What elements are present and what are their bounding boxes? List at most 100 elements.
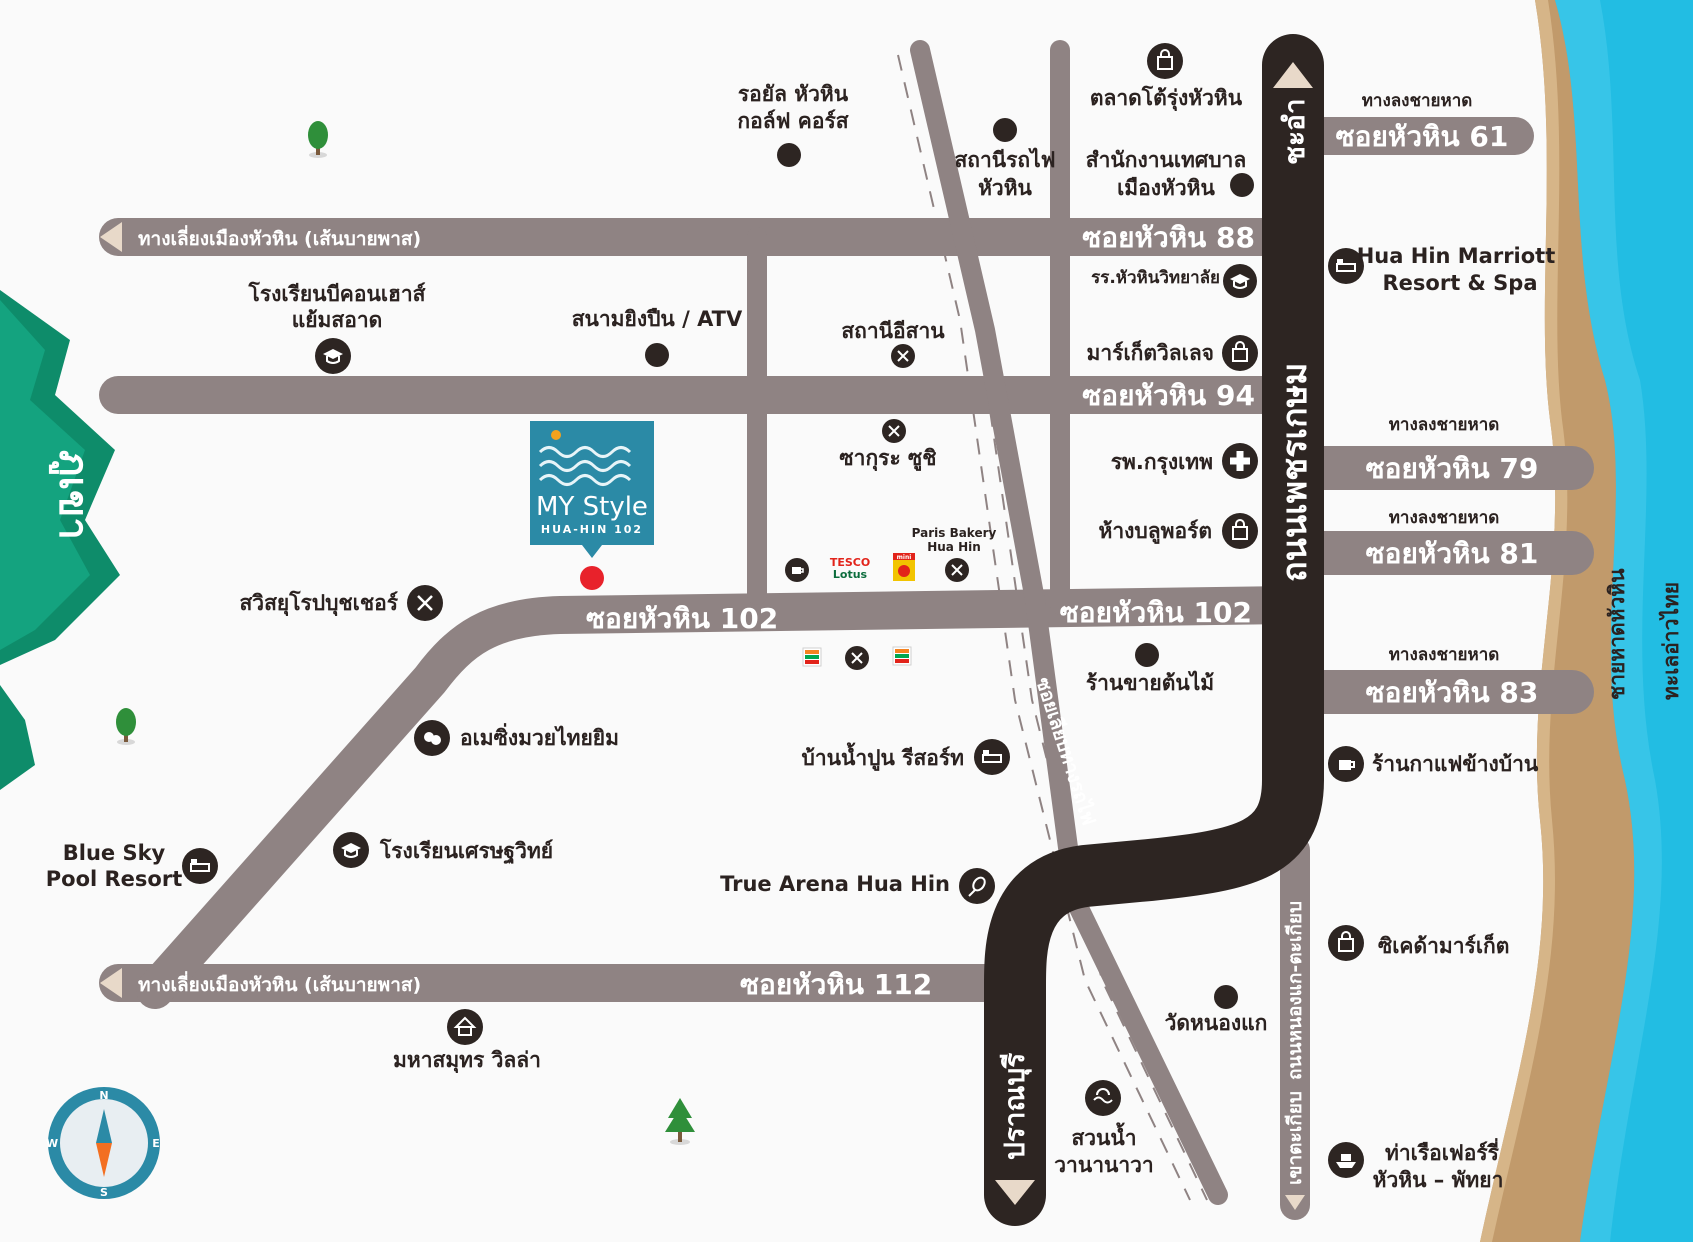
arrow-south-icon xyxy=(995,1180,1035,1205)
secondary-roads xyxy=(99,40,1594,1220)
tesco-logo-text: TESCO xyxy=(830,556,870,569)
coffee-cup-icon xyxy=(785,558,809,582)
hotel-bed-icon xyxy=(182,848,218,884)
place-label-marriott: Resort & Spa xyxy=(1383,271,1538,295)
mountain-shape-3 xyxy=(0,685,35,790)
place-label-marriott: Hua Hin Marriott xyxy=(1357,244,1556,268)
road-rail-side xyxy=(910,40,1228,1205)
place-label-true-arena: True Arena Hua Hin xyxy=(720,872,950,896)
mountain xyxy=(0,290,120,790)
main-road-phetkasem xyxy=(984,34,1324,1226)
place-label-municipal-office: เมืองหัวหิน xyxy=(1117,176,1215,200)
beach-access-heading: ทางลงชายหาด xyxy=(1389,415,1500,435)
main-road-label: ถนนเพชรเกษม xyxy=(1275,363,1315,582)
dot-royal-golf xyxy=(777,143,801,167)
arrow-west-icon xyxy=(100,222,122,252)
hotel-bed-icon xyxy=(1328,248,1364,284)
road-label-soi-88: ซอยหัวหิน 88 xyxy=(1082,221,1255,254)
restaurant-icon xyxy=(407,585,443,621)
arrow-west-icon xyxy=(100,968,122,998)
compass-west: W xyxy=(46,1137,58,1150)
tesco-lotus-logo: TESCO Lotus xyxy=(830,556,870,581)
place-label-beaconhouse: แย้มสอาด xyxy=(292,308,383,332)
main-road-south-label: ปราณบุรี xyxy=(998,1053,1032,1160)
restaurant-icon xyxy=(882,419,906,443)
dot-municipal-office xyxy=(1230,173,1254,197)
place-label-amazing-muay-thai: อเมซิ่งมวยไทยยิม xyxy=(460,722,619,750)
place-label-baan-nam-poon: บ้านน้ำปูน รีสอร์ท xyxy=(802,742,964,772)
place-label-coffee-shop: ร้านกาแฟข้างบ้าน xyxy=(1372,752,1539,776)
place-label-railway-station: หัวหิน xyxy=(978,176,1032,200)
dot-shooting-range xyxy=(645,343,669,367)
road-label-khao-takiap: เขาตะเกียบ xyxy=(1284,1091,1306,1185)
mountain-label: ภูเขา xyxy=(49,450,96,540)
beach-soi-label: ซอยหัวหิน 83 xyxy=(1366,676,1539,709)
place-label-isan-station: สถานีอีสาน xyxy=(841,319,945,343)
road-label-soi-112: ซอยหัวหิน 112 xyxy=(740,968,932,1001)
graduation-cap-icon xyxy=(315,338,351,374)
place-label-shooting-range: สนามยิงปืน / ATV xyxy=(572,307,743,331)
place-label-blue-sky: Blue Sky xyxy=(63,841,166,865)
logo-pointer xyxy=(582,545,602,558)
home-icon xyxy=(447,1009,483,1045)
boxing-glove-icon xyxy=(414,720,450,756)
arrow-south-icon xyxy=(1285,1195,1305,1210)
shopping-bag-icon xyxy=(1222,513,1258,549)
wave-icon xyxy=(538,474,632,486)
tree-icon xyxy=(308,121,328,158)
place-label-ferry: หัวหิน – พัทยา xyxy=(1373,1168,1504,1192)
mountain-shape-2 xyxy=(0,300,90,650)
tennis-racket-icon xyxy=(959,868,995,904)
road-soi-102 xyxy=(136,586,1309,1009)
dot-railway-station xyxy=(993,118,1017,142)
road-label-soi-94: ซอยหัวหิน 94 xyxy=(1082,379,1255,412)
big-c-mini-logo: mini xyxy=(893,553,915,581)
road-label-soi-102-left: ซอยหัวหิน 102 xyxy=(586,602,778,635)
road-label-bypass-north: ทางเลี่ยงเมืองหัวหิน (เส้นบายพาส) xyxy=(138,225,421,250)
restaurant-icon xyxy=(945,558,969,582)
beach-access-heading: ทางลงชายหาด xyxy=(1389,508,1500,528)
project-location-pin[interactable] xyxy=(580,566,604,590)
tree-icon xyxy=(116,708,136,745)
place-label-railway-station: สถานีรถไฟ xyxy=(954,147,1055,172)
main-road-north-label: ชะอำ xyxy=(1278,98,1311,165)
sea-shallow xyxy=(1555,0,1662,1242)
shopping-bag-icon xyxy=(1222,335,1258,371)
place-label-wat-nong-kae: วัดหนองแก xyxy=(1165,1011,1268,1035)
place-label-vana-nava: วานานาวา xyxy=(1054,1153,1153,1177)
place-label-vana-nava: สวนน้ำ xyxy=(1071,1122,1136,1150)
place-label-bluport: ห้างบลูพอร์ต xyxy=(1099,519,1212,545)
place-label-chatchai-market: ตลาดโต้รุ่งหัวหิน xyxy=(1090,85,1243,112)
project-marker[interactable]: MY Style HUA-HIN 102 xyxy=(530,421,654,590)
beach-access-heading: ทางลงชายหาด xyxy=(1362,91,1473,111)
coastline xyxy=(1480,0,1693,1242)
seven-eleven-icon xyxy=(802,647,822,667)
beach-label: ชายหาดหัวหิน xyxy=(1605,568,1629,700)
graduation-cap-icon xyxy=(1223,264,1257,298)
compass-north: N xyxy=(99,1089,108,1102)
place-label-market-village: มาร์เก็ตวิลเลจ xyxy=(1087,339,1214,365)
graduation-cap-icon xyxy=(333,832,369,868)
place-label-setthawit-school: โรงเรียนเศรษฐวิทย์ xyxy=(379,838,553,865)
hospital-cross-icon xyxy=(1222,443,1258,479)
place-label-maha-samut: มหาสมุทร วิลล่า xyxy=(393,1048,541,1074)
seven-eleven-icon xyxy=(892,646,912,666)
project-sub: HUA-HIN 102 xyxy=(541,523,643,536)
pine-tree-icon xyxy=(665,1098,695,1145)
road-label-nong-kae: ถนนหนองแก-ตะเกียบ xyxy=(1284,901,1306,1080)
lotus-logo-text: Lotus xyxy=(833,568,868,581)
place-label-royal-golf: กอล์ฟ คอร์ส xyxy=(737,109,848,133)
mini-logo-text: mini xyxy=(897,554,912,561)
place-label-plant-shop: ร้านขายต้นไม้ xyxy=(1086,670,1214,695)
ferry-boat-icon xyxy=(1328,1142,1364,1178)
beach-access-heading: ทางลงชายหาด xyxy=(1389,645,1500,665)
wave-icon xyxy=(538,460,632,472)
arrow-north-icon xyxy=(1273,62,1313,88)
place-label-sakura-sushi: ซากุระ ซูชิ xyxy=(839,446,936,472)
shopping-bag-icon xyxy=(1147,43,1183,79)
beach-soi-label: ซอยหัวหิน 79 xyxy=(1366,452,1539,485)
compass-east: E xyxy=(152,1137,160,1150)
project-logo-box xyxy=(530,421,654,545)
place-label-hua-hin-school: รร.หัวหินวิทยาลัย xyxy=(1091,268,1220,288)
